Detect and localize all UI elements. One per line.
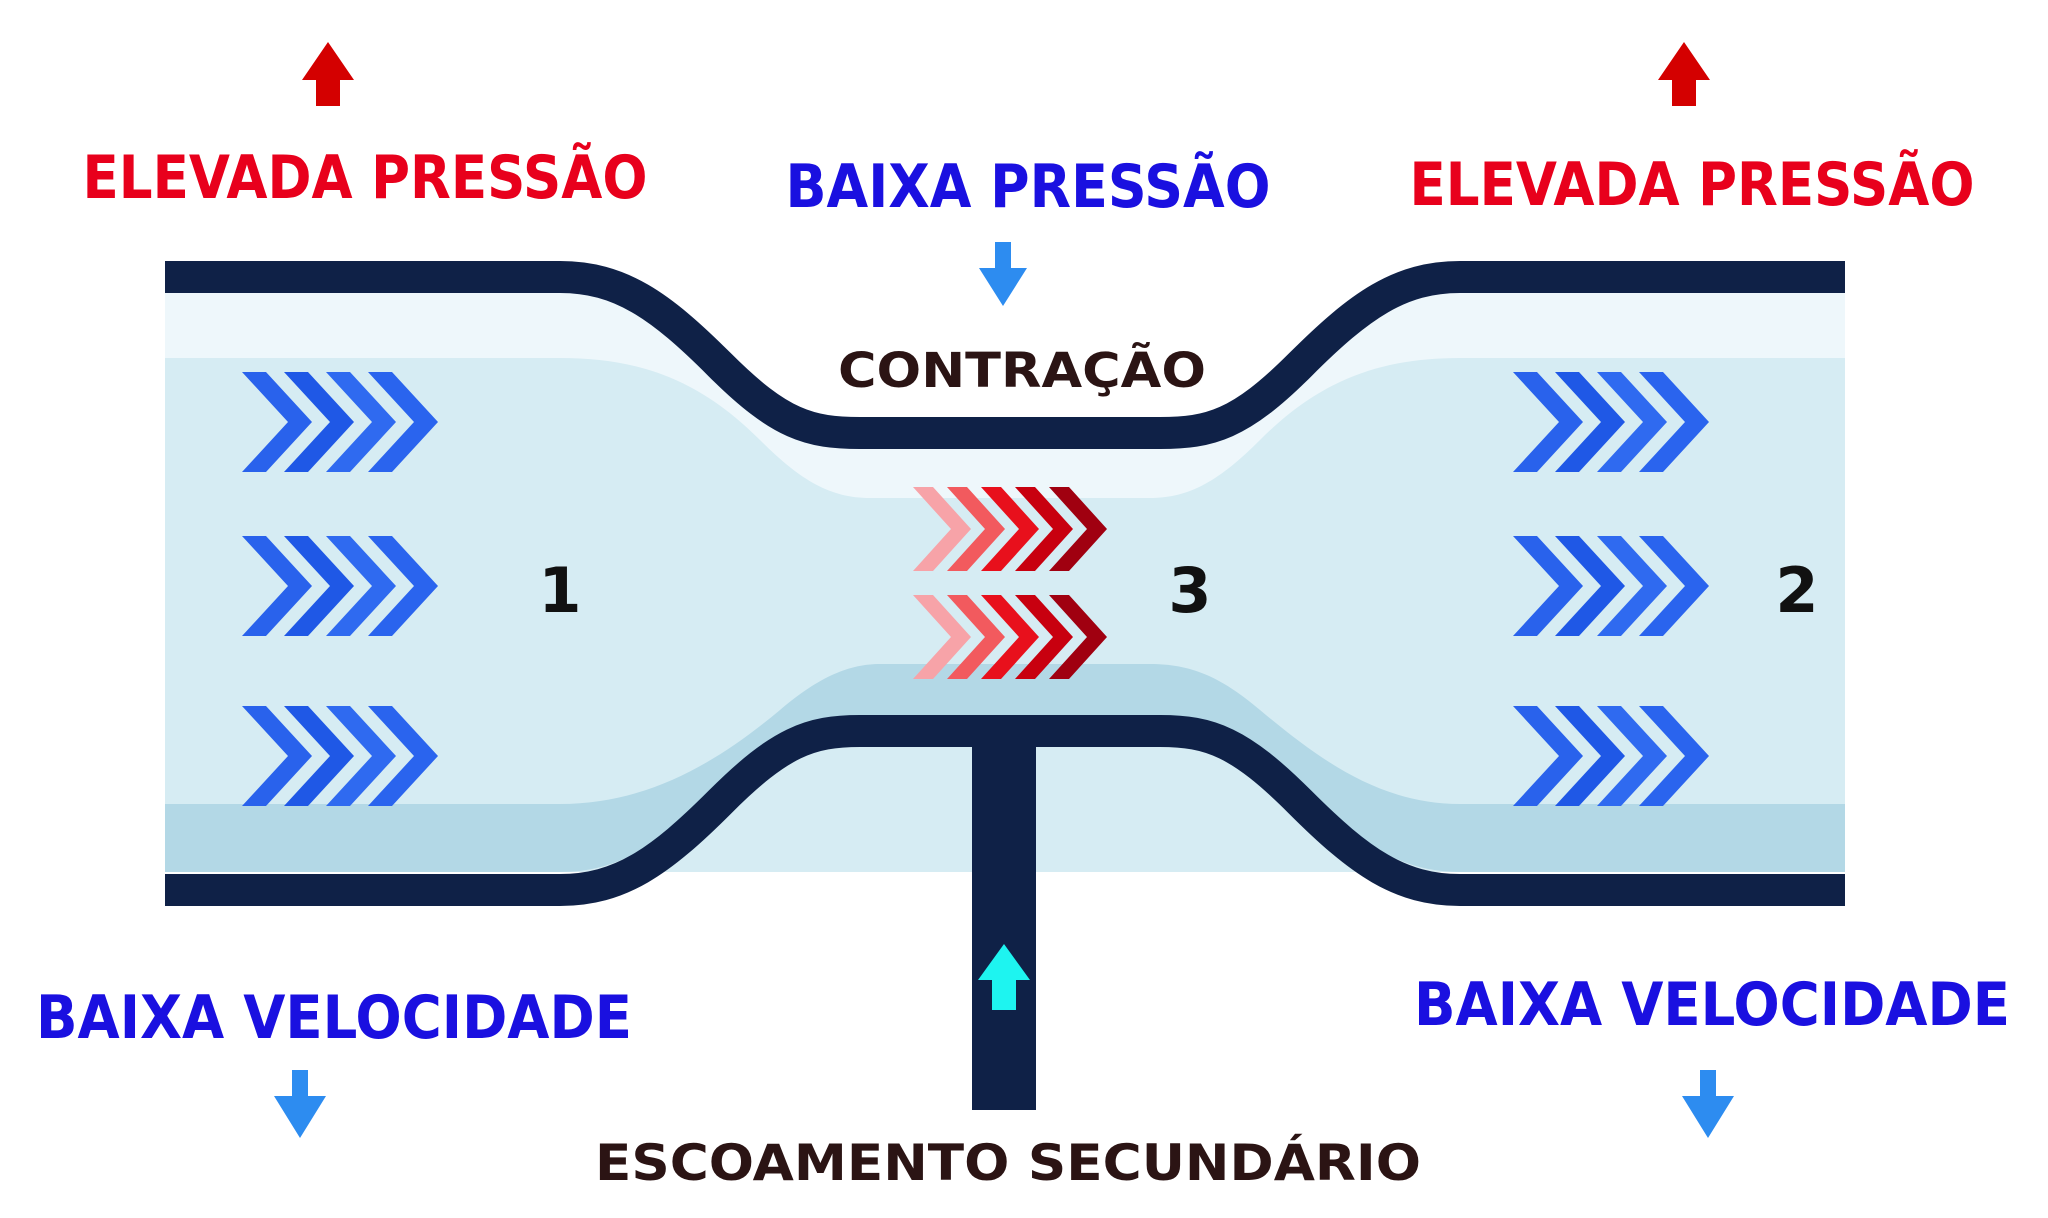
label-contraction: CONTRAÇÃO — [838, 342, 1206, 399]
pipe-wall-top — [165, 261, 1845, 449]
label-high-pressure-right: ELEVADA PRESSÃO — [1410, 148, 1975, 220]
fluid-bottom-band — [165, 664, 1845, 872]
arrow-down-icon — [979, 242, 1027, 306]
secondary-flow-tube — [972, 720, 1036, 1110]
label-low-velocity-left: BAIXA VELOCIDADE — [36, 983, 632, 1053]
arrow-down-icon — [1682, 1070, 1734, 1138]
label-point-2: 2 — [1775, 554, 1818, 627]
arrow-up-icon — [978, 944, 1030, 1010]
label-low-velocity-right: BAIXA VELOCIDADE — [1414, 970, 2010, 1040]
arrow-up-icon — [1658, 42, 1710, 106]
label-secondary-flow: ESCOAMENTO SECUNDÁRIO — [595, 1133, 1421, 1192]
label-low-pressure: BAIXA PRESSÃO — [786, 150, 1271, 222]
arrow-up-icon — [302, 42, 354, 106]
arrow-down-icon — [274, 1070, 326, 1138]
label-point-3: 3 — [1168, 554, 1211, 627]
label-point-1: 1 — [538, 554, 581, 627]
label-high-pressure-left: ELEVADA PRESSÃO — [83, 141, 648, 213]
